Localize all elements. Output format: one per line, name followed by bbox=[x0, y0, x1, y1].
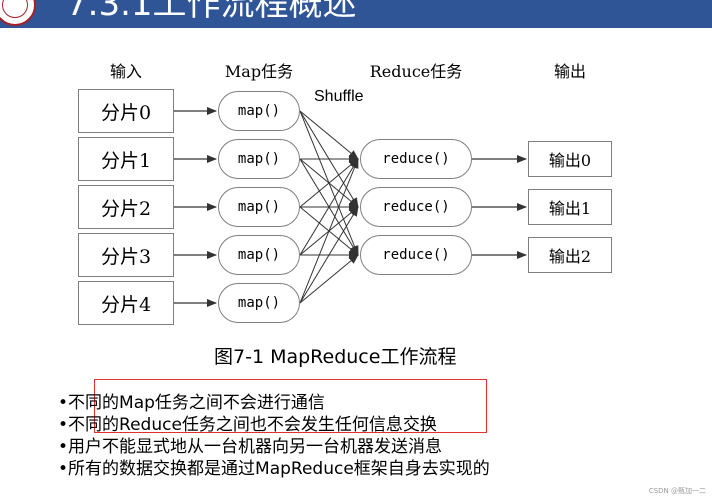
map-task-3: map() bbox=[218, 235, 300, 275]
figure-caption: 图7-1 MapReduce工作流程 bbox=[214, 346, 457, 368]
watermark: CSDN @甄加一二 bbox=[648, 487, 706, 495]
split-1: 分片1 bbox=[78, 137, 174, 181]
output-1: 输出1 bbox=[528, 189, 612, 225]
reduce-task-0: reduce() bbox=[360, 139, 472, 179]
map-task-0: map() bbox=[218, 91, 300, 131]
shuffle-line bbox=[299, 254, 359, 304]
header-output: 输出 bbox=[553, 62, 587, 81]
reduce-task-2: reduce() bbox=[360, 235, 472, 275]
reduce-task-1: reduce() bbox=[360, 187, 472, 227]
header-input: 输入 bbox=[109, 62, 143, 81]
split-2: 分片2 bbox=[78, 185, 174, 229]
map-task-2: map() bbox=[218, 187, 300, 227]
bullet-item: 所有的数据交换都是通过MapReduce框架自身去实现的 bbox=[58, 458, 490, 480]
shuffle-line bbox=[299, 206, 359, 304]
slide-title: 7.3.1工作流程概述 bbox=[66, 0, 357, 24]
output-2: 输出2 bbox=[528, 237, 612, 273]
bullet-list: 不同的Map任务之间不会进行通信 不同的Reduce任务之间也不会发生任何信息交… bbox=[58, 392, 490, 480]
bullet-item: 不同的Reduce任务之间也不会发生任何信息交换 bbox=[58, 414, 490, 436]
header-reduce: Reduce任务 bbox=[369, 62, 463, 81]
shuffle-label: Shuffle bbox=[314, 88, 364, 105]
split-3: 分片3 bbox=[78, 233, 174, 277]
shuffle-line bbox=[299, 110, 359, 160]
shuffle-line bbox=[299, 158, 359, 256]
shuffle-line bbox=[299, 158, 359, 304]
split-0: 分片0 bbox=[78, 89, 174, 133]
bullet-item: 不同的Map任务之间不会进行通信 bbox=[58, 392, 490, 414]
map-task-4: map() bbox=[218, 283, 300, 323]
output-0: 输出0 bbox=[528, 141, 612, 177]
shuffle-line bbox=[299, 158, 359, 208]
map-task-1: map() bbox=[218, 139, 300, 179]
bullet-item: 用户不能显式地从一台机器向另一台机器发送消息 bbox=[58, 436, 490, 458]
split-4: 分片4 bbox=[78, 281, 174, 325]
header-bar bbox=[0, 0, 712, 28]
header-map: Map任务 bbox=[224, 62, 294, 81]
